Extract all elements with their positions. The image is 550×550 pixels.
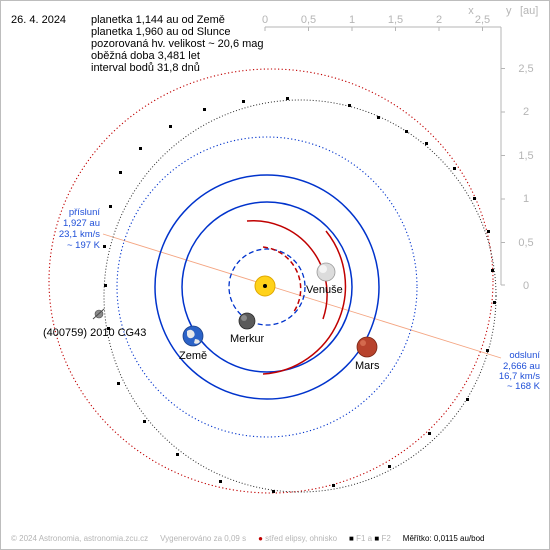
orbit-point — [272, 490, 275, 493]
info-panel: planetka 1,144 au od Země planetka 1,960… — [91, 14, 264, 74]
perihelion-label: přísluní 1,927 au 23,1 km/s ~ 197 K — [59, 207, 101, 251]
x-tick-label: 0 — [262, 14, 268, 26]
mars-icon — [356, 336, 378, 358]
generation-time: Vygenerováno za 0,09 s — [160, 534, 247, 543]
asteroid-orbit-points — [103, 97, 496, 493]
aphelion-speed: 16,7 km/s — [499, 371, 540, 382]
orbit-point — [491, 269, 494, 272]
orbit-point — [487, 230, 490, 233]
venus-orbit-red-segment — [246, 220, 328, 320]
y-tick-label: 0,5 — [518, 237, 533, 249]
perihelion-distance: 1,927 au — [63, 218, 100, 229]
legend-f2: F2 — [381, 534, 391, 543]
perihelion-speed: 23,1 km/s — [59, 229, 100, 240]
orbit-point — [473, 197, 476, 200]
orbit-point — [107, 327, 110, 330]
y-tick-label: 1 — [523, 193, 529, 205]
info-earth-distance: planetka 1,144 au od Země — [91, 14, 225, 26]
y-tick-label: 2 — [523, 106, 529, 118]
aphelion-title: odsluní — [509, 350, 540, 361]
x-tick-label: 1,5 — [388, 14, 403, 26]
orbit-point — [486, 349, 489, 352]
perihelion-temperature: ~ 197 K — [67, 240, 101, 251]
orbit-point — [332, 484, 335, 487]
mars-label: Mars — [355, 360, 380, 372]
venus-orbit-solid — [154, 174, 380, 400]
legend-f1: F1 a — [356, 534, 373, 543]
orbit-point — [377, 116, 380, 119]
asteroid-icon — [92, 308, 105, 320]
orbit-point — [219, 480, 222, 483]
aphelion-distance: 2,666 au — [503, 361, 540, 372]
orbit-point — [103, 245, 106, 248]
x-tick-label: 0,5 — [301, 14, 316, 26]
mercury-label: Merkur — [230, 333, 265, 345]
orbit-point — [348, 104, 351, 107]
orbit-point — [425, 142, 428, 145]
mercury-orbit-red-segment — [262, 246, 302, 314]
orbit-point — [428, 432, 431, 435]
earth-orbit-solid — [181, 201, 353, 373]
venus-label: Venuše — [306, 284, 343, 296]
earth-orbit-dotted — [116, 136, 418, 438]
y-axis-label: y — [506, 5, 512, 17]
asteroid-orbit — [103, 99, 497, 493]
earth-icon — [182, 325, 204, 347]
scale-label: Měřítko: 0,0115 au/bod — [402, 534, 485, 543]
earth-orbit-red-segment — [262, 230, 347, 375]
orbit-point — [104, 284, 107, 287]
mars-orbit — [48, 68, 494, 494]
mercury-orbit-dashed — [228, 248, 306, 326]
orbit-point — [405, 130, 408, 133]
orbit-point — [466, 398, 469, 401]
x-tick-label: 1 — [349, 14, 355, 26]
y-tick-label: 2,5 — [518, 63, 533, 75]
y-tick-label: 0 — [523, 280, 529, 292]
footer: © 2024 Astronomia, astronomia.zcu.cz Vyge… — [11, 534, 484, 543]
orbit-point — [176, 453, 179, 456]
orbit-point — [109, 205, 112, 208]
orbit-point — [143, 420, 146, 423]
orbit-point — [453, 167, 456, 170]
asteroid-label: (400759) 2010 CG43 — [43, 327, 146, 339]
axis-unit: [au] — [520, 5, 538, 17]
aphelion-label: odsluní 2,666 au 16,7 km/s ~ 168 K — [499, 350, 541, 392]
x-axis-label: x — [468, 5, 474, 17]
orbit-point — [117, 382, 120, 385]
sun-icon — [254, 275, 276, 297]
apsis-line — [102, 233, 502, 359]
perihelion-title: přísluní — [69, 207, 101, 218]
venus-icon — [316, 262, 336, 282]
orbit-point — [169, 125, 172, 128]
orbit-point — [286, 97, 289, 100]
orbit-point — [203, 108, 206, 111]
info-period: oběžná doba 3,481 let — [91, 50, 200, 62]
mercury-icon — [238, 312, 256, 330]
orbit-point — [119, 171, 122, 174]
info-magnitude: pozorovaná hv. velikost ~ 20,6 mag — [91, 38, 264, 50]
black-point-icon: ■ — [349, 534, 354, 543]
x-tick-label: 2 — [436, 14, 442, 26]
legend-ellipse-center: střed elipsy, ohnisko — [265, 534, 338, 543]
orbit-point — [493, 301, 496, 304]
date-label: 26. 4. 2024 — [11, 14, 67, 26]
red-point-icon: ● — [258, 534, 263, 543]
y-tick-label: 1,5 — [518, 150, 533, 162]
x-tick-label: 2,5 — [475, 14, 490, 26]
orbit-point — [242, 100, 245, 103]
orbit-point — [388, 465, 391, 468]
x-axis: 0 0,5 1 1,5 2 2,5 x — [262, 5, 501, 31]
y-axis: 2,5 2 1,5 1 0,5 0 y [au] — [500, 5, 538, 292]
black-point-icon-2: ■ — [374, 534, 380, 543]
earth-label: Země — [179, 350, 207, 362]
info-point-interval: interval bodů 31,8 dnů — [91, 62, 200, 74]
info-sun-distance: planetka 1,960 au od Slunce — [91, 26, 231, 38]
copyright-link[interactable]: © 2024 Astronomia, astronomia.zcu.cz — [11, 534, 149, 543]
orbit-point — [139, 147, 142, 150]
aphelion-temperature: ~ 168 K — [507, 381, 541, 392]
